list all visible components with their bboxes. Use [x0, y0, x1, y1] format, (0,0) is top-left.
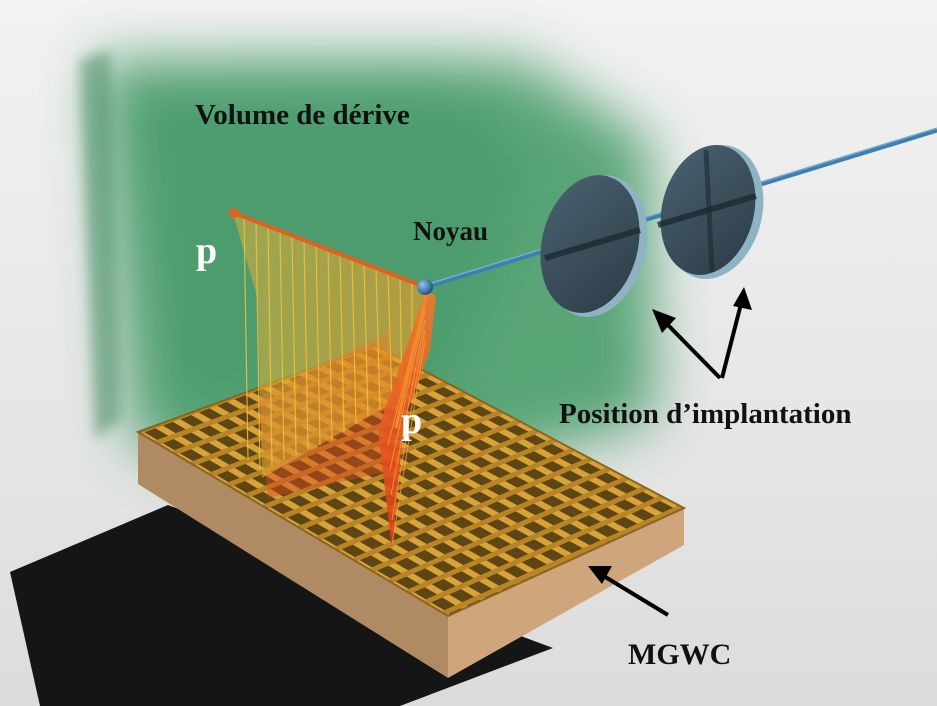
proton-track-lower — [394, 291, 429, 429]
position-arrows — [652, 287, 752, 380]
proton-endpoint — [229, 208, 239, 218]
proton-label-lower: p — [401, 400, 423, 442]
mgwc-label: MGWC — [628, 638, 732, 671]
nucleus-ball — [417, 279, 433, 295]
nucleus-label: Noyau — [413, 216, 489, 246]
drift-volume-label: Volume de dérive — [195, 99, 410, 131]
implantation-position-label: Position d’implantation — [559, 398, 852, 430]
mgwc-arrow — [588, 566, 670, 617]
implantation-disk-2 — [657, 145, 764, 279]
proton-track-upper — [233, 211, 426, 289]
mgwc-detector — [135, 343, 687, 678]
proton-label-upper: p — [196, 230, 218, 272]
implantation-disk-1 — [540, 175, 648, 317]
proton-track-curtain-upper — [233, 213, 425, 478]
drift-volume-edge — [80, 50, 120, 440]
